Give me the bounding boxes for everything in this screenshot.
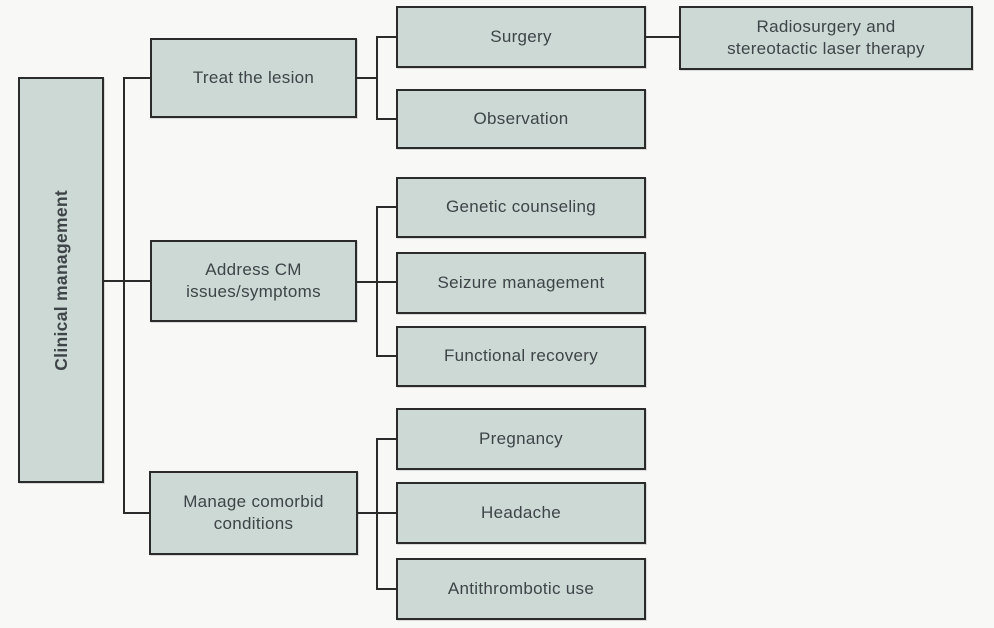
- node-label: Surgery: [490, 26, 552, 46]
- node-radiosurgery-stereotactic-laser-therapy: Radiosurgery and stereotactic laser ther…: [679, 6, 973, 70]
- node-label: Headache: [481, 502, 561, 522]
- node-clinical-management: Clinical management: [18, 77, 104, 483]
- connector-to-genetic-counseling: [376, 206, 398, 208]
- node-pregnancy: Pregnancy: [396, 408, 646, 470]
- node-antithrombotic-use: Antithrombotic use: [396, 558, 646, 620]
- node-functional-recovery: Functional recovery: [396, 326, 646, 387]
- node-label: Radiosurgery and stereotactic laser ther…: [727, 16, 925, 58]
- node-surgery: Surgery: [396, 6, 646, 68]
- connector-trunk-to-treat: [123, 77, 152, 79]
- connector-trunk-to-manage: [123, 512, 151, 514]
- connector-address-subtrunk: [376, 206, 378, 357]
- connector-surgery-to-radiosurgery: [646, 36, 681, 38]
- node-label: Functional recovery: [443, 346, 599, 366]
- connector-trunk-to-address: [123, 280, 152, 282]
- connector-to-surgery: [376, 36, 398, 38]
- connector-main-trunk: [123, 77, 125, 514]
- node-treat-the-lesion: Treat the lesion: [150, 38, 357, 118]
- node-label: Pregnancy: [479, 428, 563, 448]
- node-label: Seizure management: [437, 272, 605, 292]
- node-label: Clinical management: [50, 189, 71, 371]
- node-label: Address CM issues/symptoms: [186, 259, 321, 301]
- connector-treat-out: [357, 77, 378, 79]
- connector-to-observation: [376, 118, 398, 120]
- connector-to-pregnancy: [376, 438, 398, 440]
- connector-to-functional-recovery: [376, 355, 398, 357]
- node-observation: Observation: [396, 89, 646, 149]
- connector-manage-subtrunk: [376, 438, 378, 590]
- node-label: Genetic counseling: [446, 197, 596, 217]
- connector-root-to-trunk: [104, 280, 126, 282]
- node-genetic-counseling: Genetic counseling: [396, 177, 646, 238]
- node-seizure-management: Seizure management: [396, 252, 646, 314]
- connector-to-antithrombotic-use: [376, 588, 398, 590]
- node-label: Observation: [473, 108, 569, 128]
- node-label: Manage comorbid conditions: [183, 491, 324, 533]
- node-headache: Headache: [396, 482, 646, 544]
- connector-manage-out: [358, 512, 398, 514]
- node-label: Treat the lesion: [192, 67, 315, 87]
- node-label: Antithrombotic use: [447, 578, 595, 598]
- node-address-cm-issues-symptoms: Address CM issues/symptoms: [150, 240, 357, 322]
- node-manage-comorbid-conditions: Manage comorbid conditions: [149, 471, 358, 555]
- connector-treat-subtrunk: [376, 36, 378, 120]
